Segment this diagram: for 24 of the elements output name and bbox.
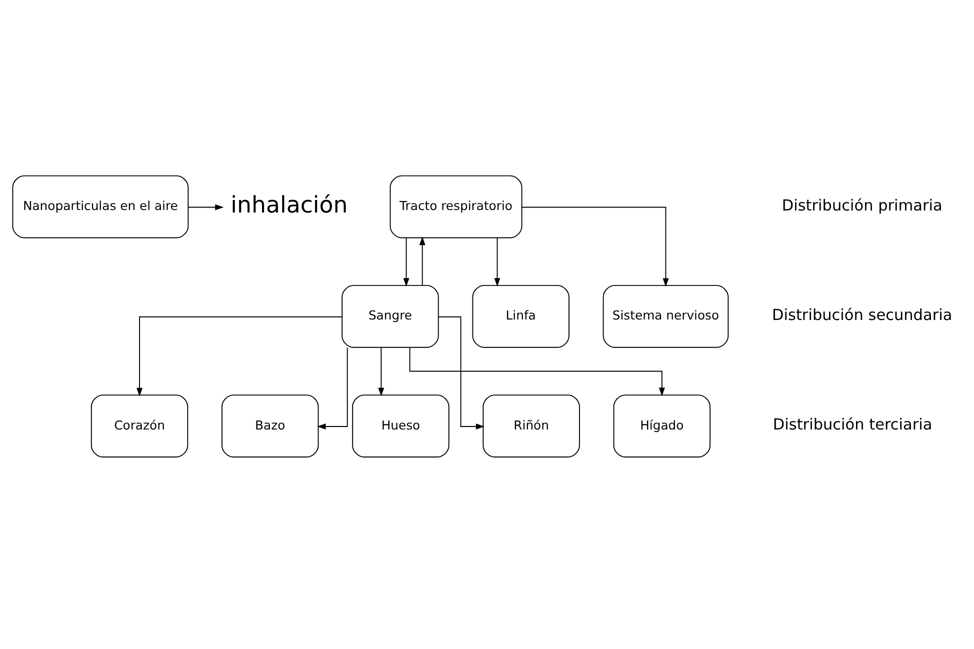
arrow	[136, 316, 342, 396]
node-box: Riñón	[482, 394, 580, 457]
arrow	[317, 346, 348, 430]
node-box: Sistema nervioso	[602, 284, 729, 348]
arrow	[521, 206, 669, 286]
node-box: Corazón	[90, 394, 188, 457]
label: Distribución primaria	[782, 196, 942, 214]
arrow	[494, 236, 500, 286]
label: Distribución terciaria	[772, 415, 932, 434]
node-box: Bazo	[222, 394, 319, 457]
node-box: Hígado	[613, 394, 711, 457]
node-box: Tracto respiratorio	[390, 174, 522, 238]
arrow	[378, 346, 384, 396]
arrow	[409, 346, 665, 396]
arrow	[438, 316, 485, 430]
arrow	[188, 204, 224, 210]
node-text: inhalación	[230, 192, 348, 218]
label: Distribución secundaria	[772, 306, 952, 324]
node-box: Sangre	[342, 284, 439, 348]
arrow	[403, 236, 410, 286]
arrow	[419, 236, 426, 286]
node-box: Nanoparticulas en el aire	[12, 174, 189, 238]
node-box: Linfa	[472, 284, 570, 348]
node-box: Hueso	[352, 394, 450, 457]
